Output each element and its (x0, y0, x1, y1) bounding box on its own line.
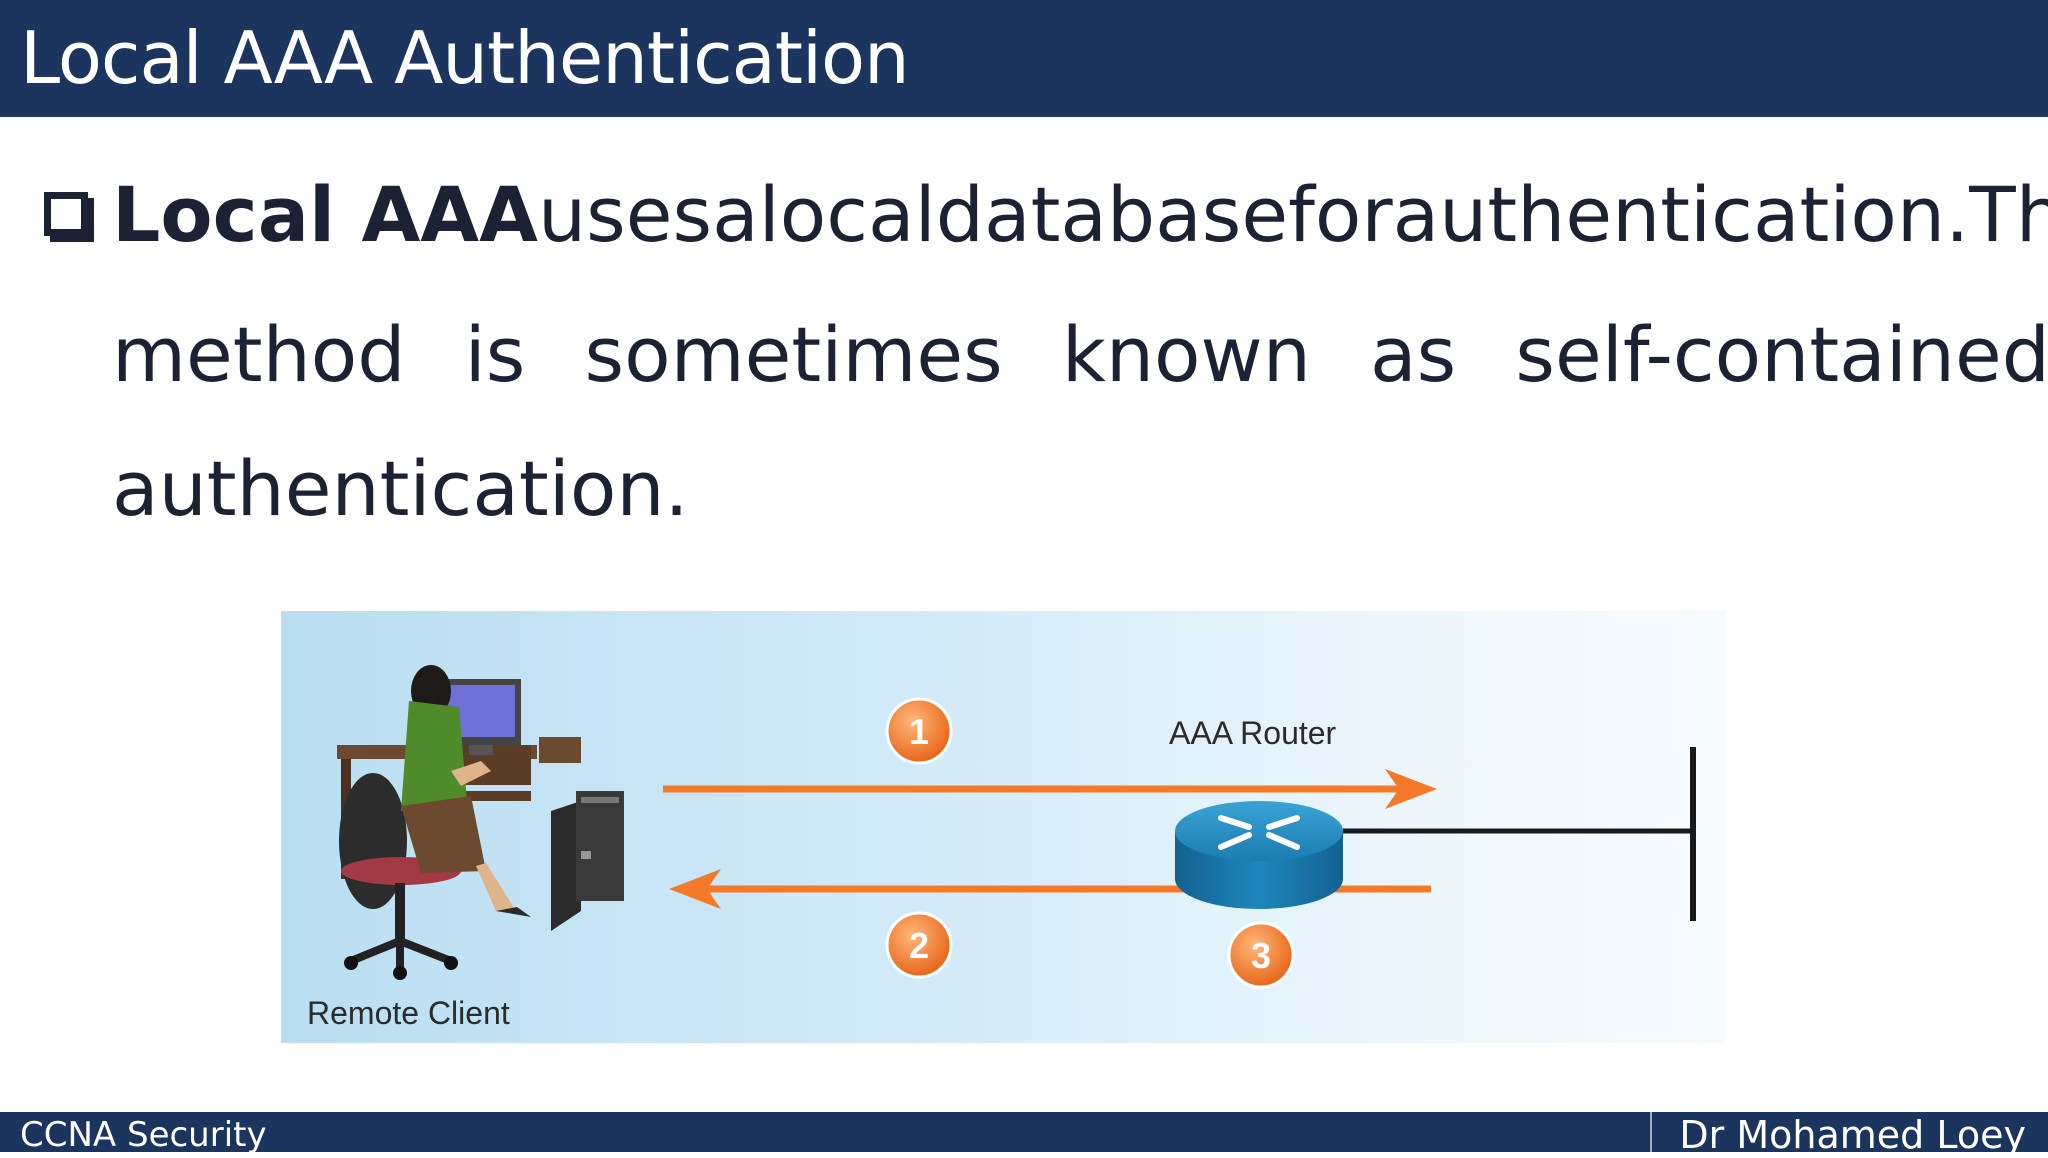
body-word: authentication. (1393, 160, 1970, 270)
body-line-2: method is sometimes known as self-contai… (112, 300, 2048, 410)
footer-course: CCNA Security (20, 1112, 267, 1152)
body-word: local (759, 160, 936, 270)
body-word: sometimes (585, 300, 1003, 410)
bullet-square-icon (44, 192, 88, 236)
body-word: for (1288, 160, 1393, 270)
body-word: as (1370, 300, 1456, 410)
body-word: is (465, 300, 526, 410)
body-word: This (1969, 160, 2048, 270)
client-label: Remote Client (307, 995, 510, 1032)
body-line-1: Local AAA uses a local database for auth… (112, 160, 2048, 270)
router-icon (1175, 801, 1343, 909)
body-line-3: authentication. (112, 434, 689, 544)
footer-bar: CCNA Security Dr Mohamed Loey (0, 1112, 2048, 1152)
body-bold-term: Local AAA (112, 160, 538, 270)
body-word: a (712, 160, 759, 270)
diagram-graphics: 1 2 3 (281, 611, 1726, 1043)
router-label: AAA Router (1169, 715, 1336, 752)
step-1-label: 1 (909, 711, 929, 752)
footer-author: Dr Mohamed Loey (1679, 1112, 2026, 1152)
body-word: database (936, 160, 1288, 270)
footer-divider (1650, 1112, 1652, 1152)
remote-client-icon (337, 665, 624, 980)
slide-title: Local AAA Authentication (20, 8, 909, 108)
step-2-label: 2 (909, 925, 929, 966)
step-3-label: 3 (1251, 935, 1271, 976)
aaa-diagram: 1 2 3 AAA Router Remote Client (281, 611, 1726, 1043)
body-word: method (112, 300, 406, 410)
body-word: known (1062, 300, 1311, 410)
body-word: self-contained (1515, 300, 2048, 410)
body-word: uses (538, 160, 712, 270)
title-bar: Local AAA Authentication (0, 0, 2048, 117)
